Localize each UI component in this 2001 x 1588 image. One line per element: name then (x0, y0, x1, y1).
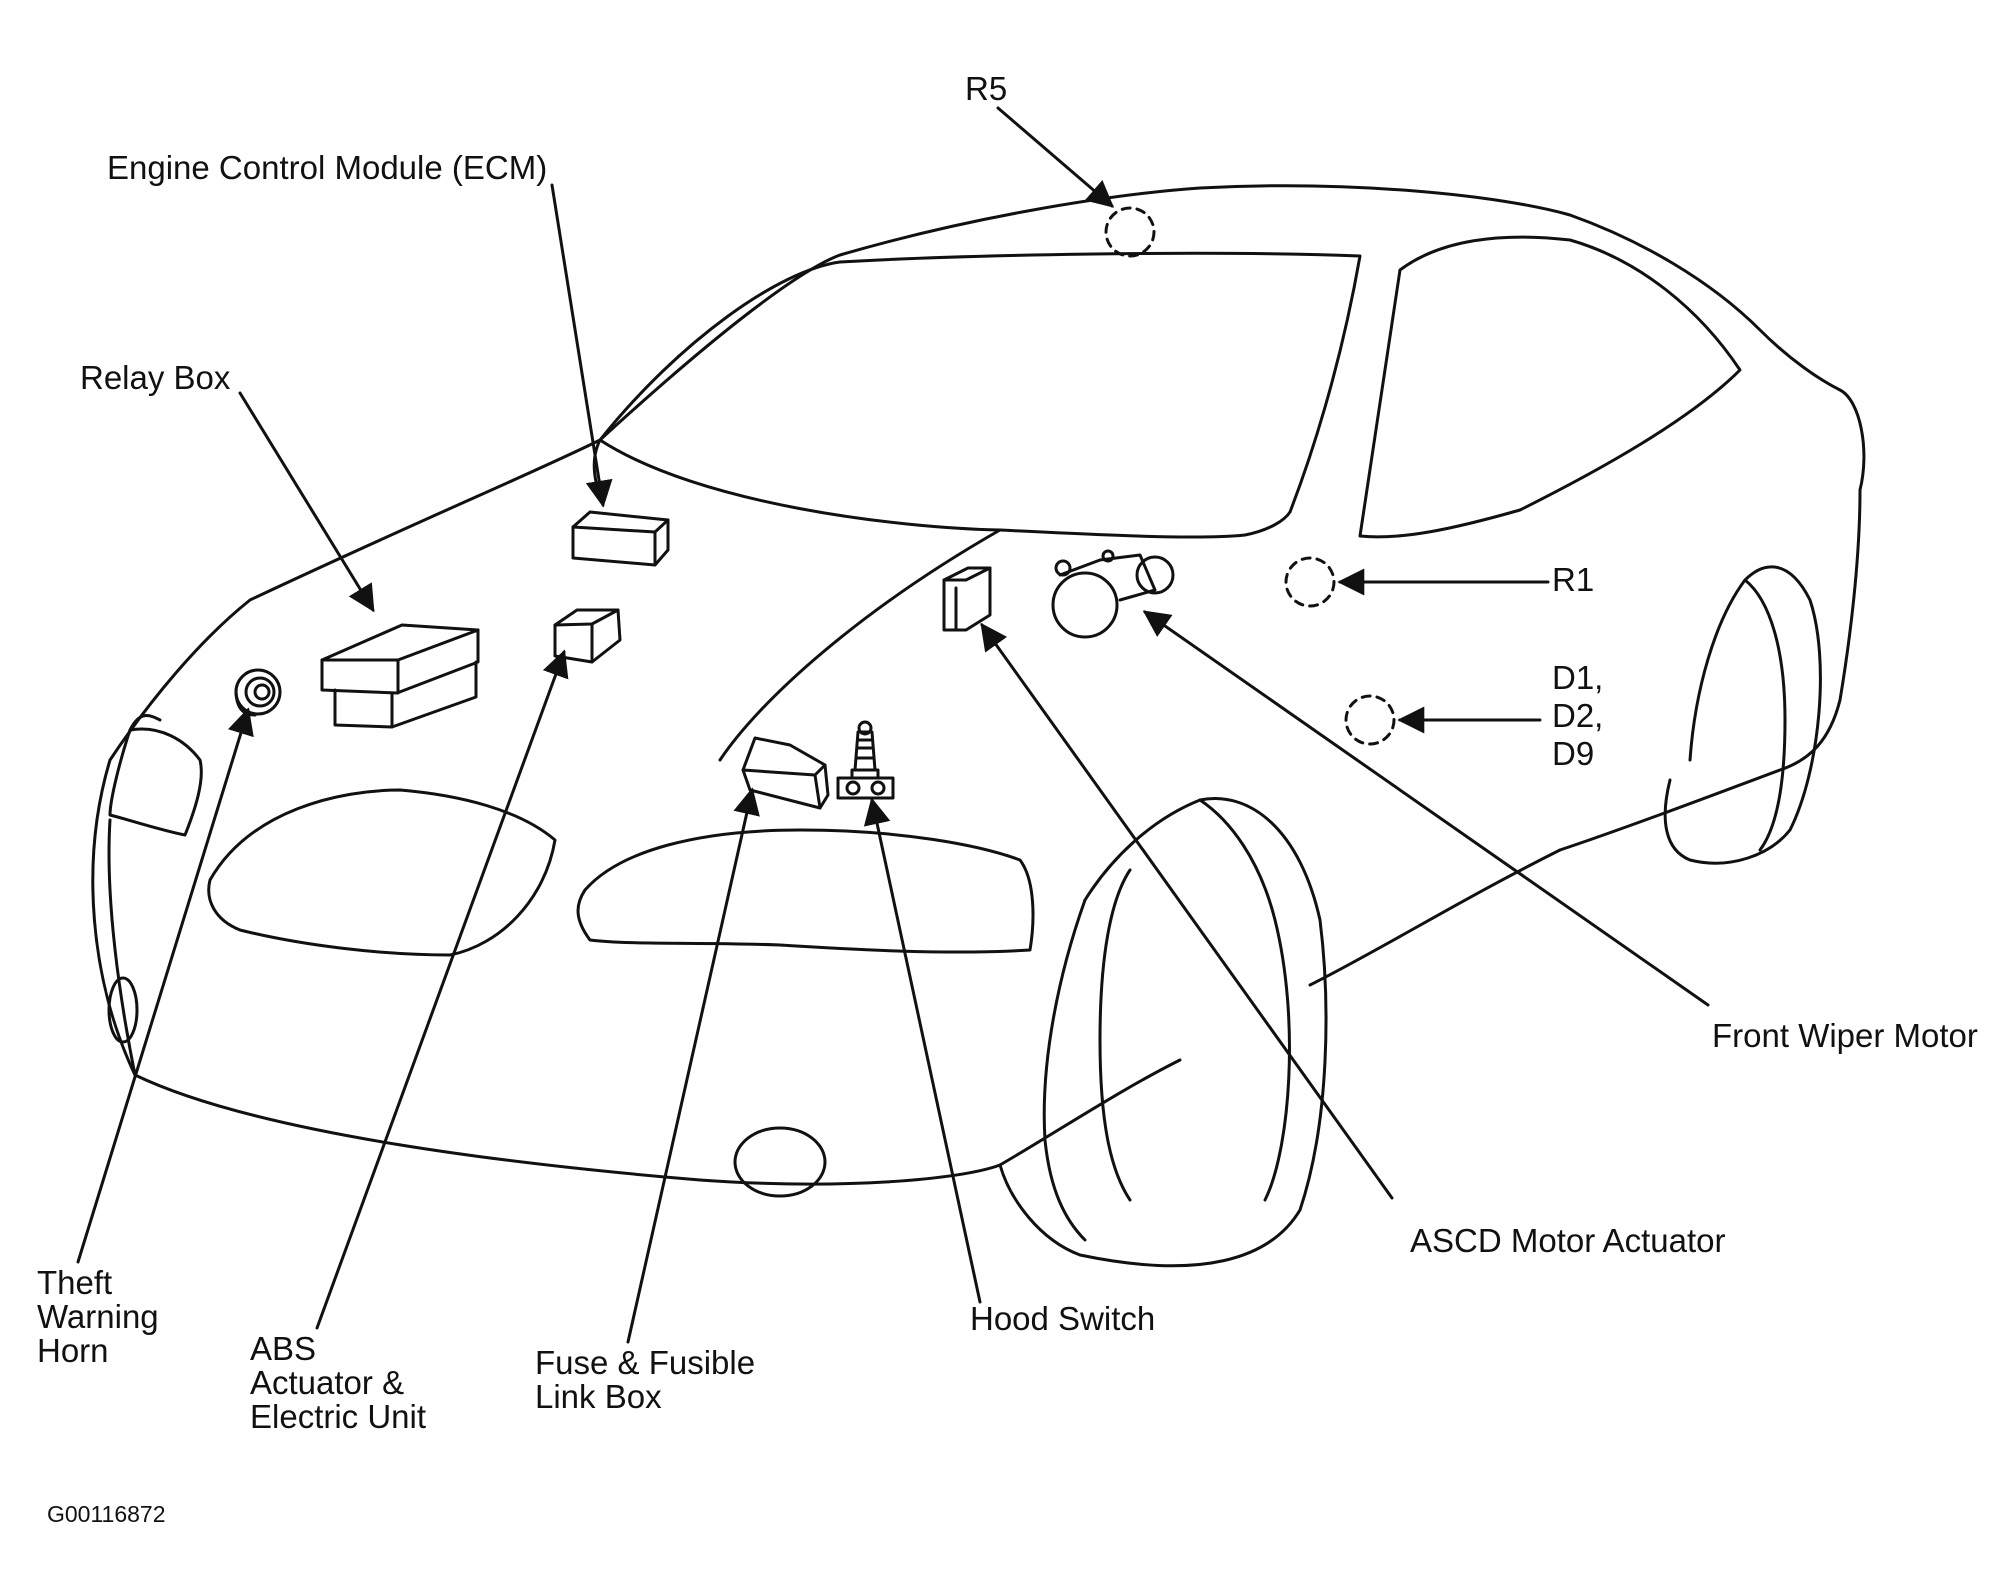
label-relay-box: Relay Box (80, 359, 231, 396)
front-wiper-motor-icon (1051, 549, 1175, 639)
theft-warning-horn-icon (234, 668, 282, 717)
leader-hood-switch (863, 797, 982, 1304)
figure-id: G00116872 (47, 1501, 166, 1527)
label-abs-actuator: ABS Actuator & Electric Unit (250, 1330, 427, 1435)
headlights (107, 714, 203, 1044)
leader-theft-warning-horn (76, 707, 254, 1264)
label-r1: R1 (1552, 561, 1595, 598)
leader-abs-actuator (315, 649, 569, 1330)
label-ascd-motor-actuator: ASCD Motor Actuator (1410, 1222, 1726, 1259)
label-fuse-link-box: Fuse & Fusible Link Box (535, 1344, 756, 1415)
leader-ascd-motor-actuator (980, 622, 1394, 1200)
grille-openings (207, 788, 1035, 1198)
windshield (598, 251, 1362, 539)
label-hood-switch: Hood Switch (970, 1300, 1156, 1337)
leader-ecm (550, 183, 613, 508)
leader-r5 (996, 106, 1115, 208)
ascd-motor-actuator-icon (942, 566, 992, 632)
label-ecm: Engine Control Module (ECM) (107, 149, 548, 186)
relay-box-icon (320, 623, 480, 729)
r5-connector-circle (1104, 206, 1156, 258)
fuse-link-box-icon (741, 736, 830, 810)
label-r5: R5 (965, 70, 1008, 107)
hood-switch-icon (836, 720, 895, 800)
label-theft-warning-horn: Theft Warning Horn (37, 1264, 159, 1369)
leader-fuse-link-box (626, 787, 760, 1344)
leader-lines (76, 106, 1710, 1344)
label-d-connectors: D1, D2, D9 (1552, 659, 1604, 772)
side-window (1358, 235, 1742, 539)
rear-wheel (1663, 565, 1822, 865)
hood-seam (718, 528, 1002, 762)
label-front-wiper-motor: Front Wiper Motor (1712, 1017, 1978, 1054)
leader-front-wiper-motor (1142, 610, 1710, 1007)
connector-location-circles (1104, 206, 1396, 746)
ecm-icon (571, 510, 670, 567)
d-connector-circle (1344, 694, 1396, 746)
r1-connector-circle (1284, 556, 1336, 608)
leader-relay-box (238, 391, 375, 613)
front-wheel (998, 797, 1328, 1268)
